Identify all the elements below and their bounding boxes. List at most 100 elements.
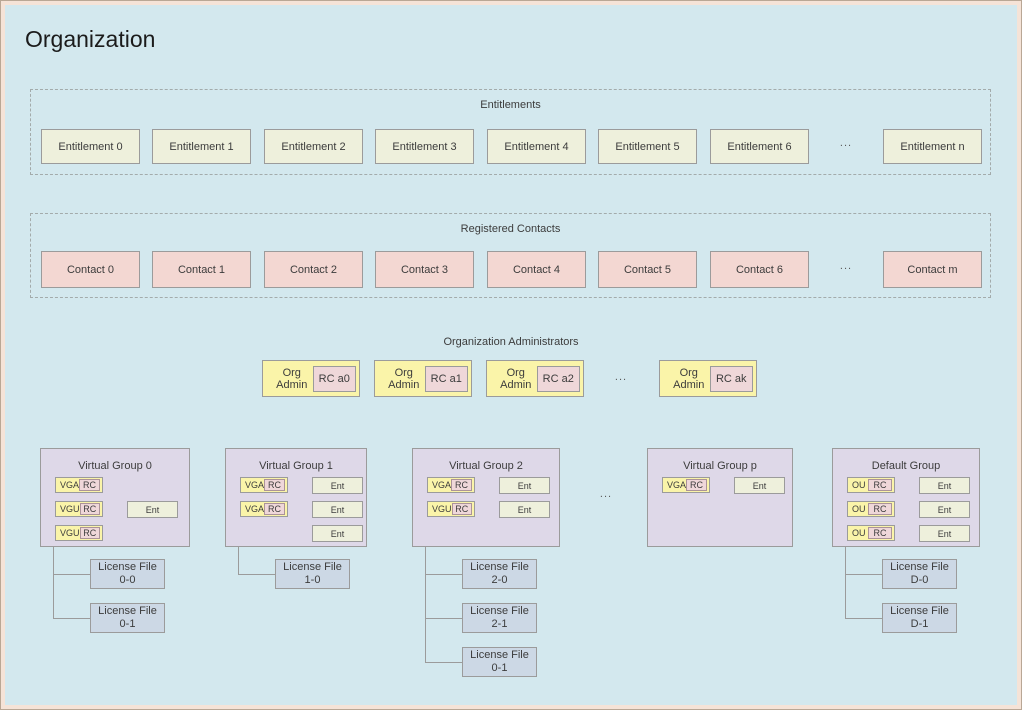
group-member-label: VGA [245,480,265,490]
entitlement-box: Entitlement 1 [152,129,251,164]
entitlements-label: Entitlements [480,99,541,111]
member-rc-box: RC [264,479,285,491]
member-rc-box: RC [451,503,472,515]
group-member-label: VGA [432,480,452,490]
entitlement-box: Entitlement 4 [487,129,586,164]
ent-box-small: Ent [919,525,970,542]
admin-rc-box: RC ak [709,365,753,392]
connector-line [238,574,275,575]
contacts-label: Registered Contacts [460,223,561,235]
ellipsis: ... [839,260,853,272]
virtual-group-title: Virtual Group p [683,460,757,472]
ent-box-small: Ent [919,477,970,494]
entitlements-section: Entitlements Entitlement 0 Entitlement 1 E… [30,89,991,175]
virtual-group-title: Virtual Group 1 [259,460,333,472]
license-file-name: License File [470,605,529,617]
group-member-label: VGA [245,504,265,514]
contact-box: Contact m [883,251,982,288]
virtual-group-title: Virtual Group 2 [449,460,523,472]
license-file-id: 0-1 [491,662,508,674]
connector-line [53,618,90,619]
ent-box-small: Ent [919,501,970,518]
license-file-id: 2-1 [491,618,508,630]
ellipsis: ... [599,488,613,500]
member-rc-box: RC [79,479,100,491]
entitlement-box: Entitlement 3 [375,129,474,164]
ent-box-small: Ent [312,501,363,518]
contact-box: Contact 6 [710,251,809,288]
license-file-name: License File [98,605,157,617]
connector-line [53,574,90,575]
connector-line [425,547,426,662]
member-rc-box: RC [686,479,707,491]
group-member-label: OU [852,480,866,490]
org-admin-label: Org Admin [500,366,532,391]
entitlement-box: Entitlement 5 [598,129,697,164]
member-rc-box: RC [264,503,285,515]
entitlement-box: Entitlement 2 [264,129,363,164]
member-rc-box: RC [79,503,100,515]
license-file-name: License File [890,561,949,573]
connector-line [845,547,846,618]
admin-rc-box: RC a1 [424,365,468,392]
group-member-label: VGA [60,480,80,490]
group-member-label: OU [852,504,866,514]
connector-line [425,618,462,619]
license-file-name: License File [470,649,529,661]
admin-rc-box: RC a0 [312,365,356,392]
ent-box-small: Ent [499,501,550,518]
page-title: Organization [25,26,156,52]
license-file-name: License File [890,605,949,617]
contact-box: Contact 0 [41,251,140,288]
ellipsis: ... [614,371,628,383]
connector-line [238,547,239,574]
admins-label: Organization Administrators [443,336,579,348]
ent-box-small: Ent [127,501,178,518]
entitlement-box: Entitlement 6 [710,129,809,164]
license-file-name: License File [98,561,157,573]
group-member-label: VGU [60,504,80,514]
ellipsis: ... [839,137,853,149]
ent-box-small: Ent [312,525,363,542]
license-file-id: 2-0 [491,574,508,586]
org-admin-label: Org Admin [673,366,705,391]
entitlement-box: Entitlement 0 [41,129,140,164]
group-member-label: VGU [60,528,80,538]
group-member-label: VGU [432,504,452,514]
contact-box: Contact 2 [264,251,363,288]
license-file-id: D-1 [910,618,929,630]
org-admin-label: Org Admin [276,366,308,391]
member-rc-box: RC [868,527,892,539]
license-file-id: 1-0 [304,574,321,586]
license-file-name: License File [283,561,342,573]
ent-box-small: Ent [312,477,363,494]
connector-line [425,662,462,663]
connector-line [845,618,882,619]
license-file-name: License File [470,561,529,573]
connector-line [53,547,54,618]
entitlement-box: Entitlement n [883,129,982,164]
license-file-id: 0-1 [119,618,136,630]
